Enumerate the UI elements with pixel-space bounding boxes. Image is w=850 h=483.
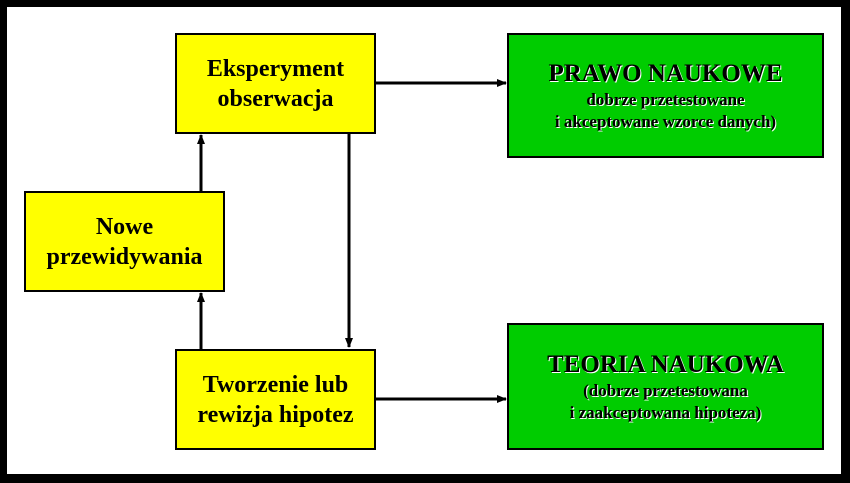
theory-title: TEORIA NAUKOWA xyxy=(547,350,784,378)
experiment-line1: Eksperyment xyxy=(206,55,345,82)
hypothesis-line2: rewizja hipotez xyxy=(197,401,354,428)
law-box: PRAWO NAUKOWE dobrze przetestowane i akc… xyxy=(507,33,824,158)
hypothesis-box: Tworzenie lub rewizja hipotez xyxy=(175,349,376,450)
theory-box: TEORIA NAUKOWA (dobrze przetestowana i z… xyxy=(507,323,824,450)
law-title: PRAWO NAUKOWE xyxy=(548,59,783,87)
predictions-box: Nowe przewidywania xyxy=(24,191,225,292)
experiment-line2: obserwacja xyxy=(217,85,334,112)
theory-line1: (dobrze przetestowana xyxy=(583,380,748,400)
predictions-line2: przewidywania xyxy=(46,243,203,270)
law-line2: i akceptowane wzorce danych) xyxy=(554,111,777,131)
predictions-line1: Nowe xyxy=(95,213,154,240)
hypothesis-line1: Tworzenie lub xyxy=(202,371,349,398)
law-line1: dobrze przetestowane xyxy=(586,89,745,109)
theory-line2: i zaakceptowana hipoteza) xyxy=(569,402,762,422)
experiment-box: Eksperyment obserwacja xyxy=(175,33,376,134)
